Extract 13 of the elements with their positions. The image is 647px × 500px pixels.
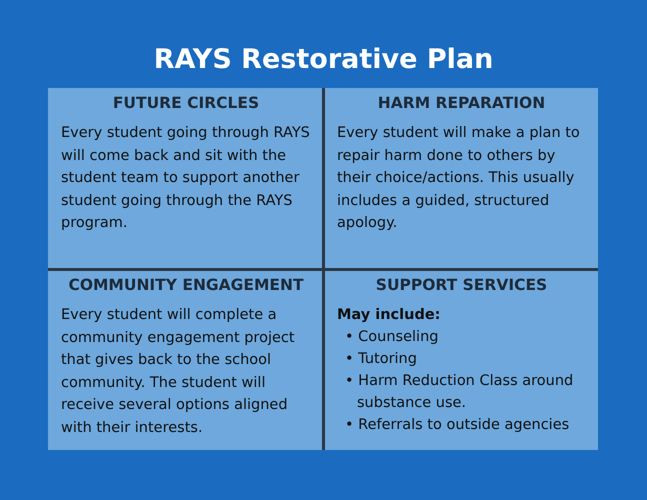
title: RAYS Restorative Plan: [152, 44, 494, 75]
section-heading: COMMUNITY ENGAGEMENT: [67, 276, 305, 294]
section-heading: HARM REPARATION: [376, 94, 546, 112]
list-item: • Counseling: [345, 328, 440, 347]
list-item: • Referrals to outside agencies: [345, 416, 570, 435]
section-heading: SUPPORT SERVICES: [374, 276, 548, 294]
section-text: Every student going through RAYS will come back and sit with the student team to support another student going through the RAYS program.: [61, 124, 311, 233]
list-intro: May include:: [337, 306, 442, 325]
section-text: Every student will complete a community engagement project that gives back to the school community. The student will receive several options aligned with their interests.: [61, 306, 296, 438]
list-item: • Tutoring: [345, 350, 418, 369]
section-text: Every student will make a plan to repair harm done to others by their choice/actions. This usually includes a guided, structured apology.: [337, 124, 581, 233]
list-item: • Harm Reduction Class around substance use.: [345, 372, 574, 413]
section-heading: FUTURE CIRCLES: [112, 94, 260, 112]
